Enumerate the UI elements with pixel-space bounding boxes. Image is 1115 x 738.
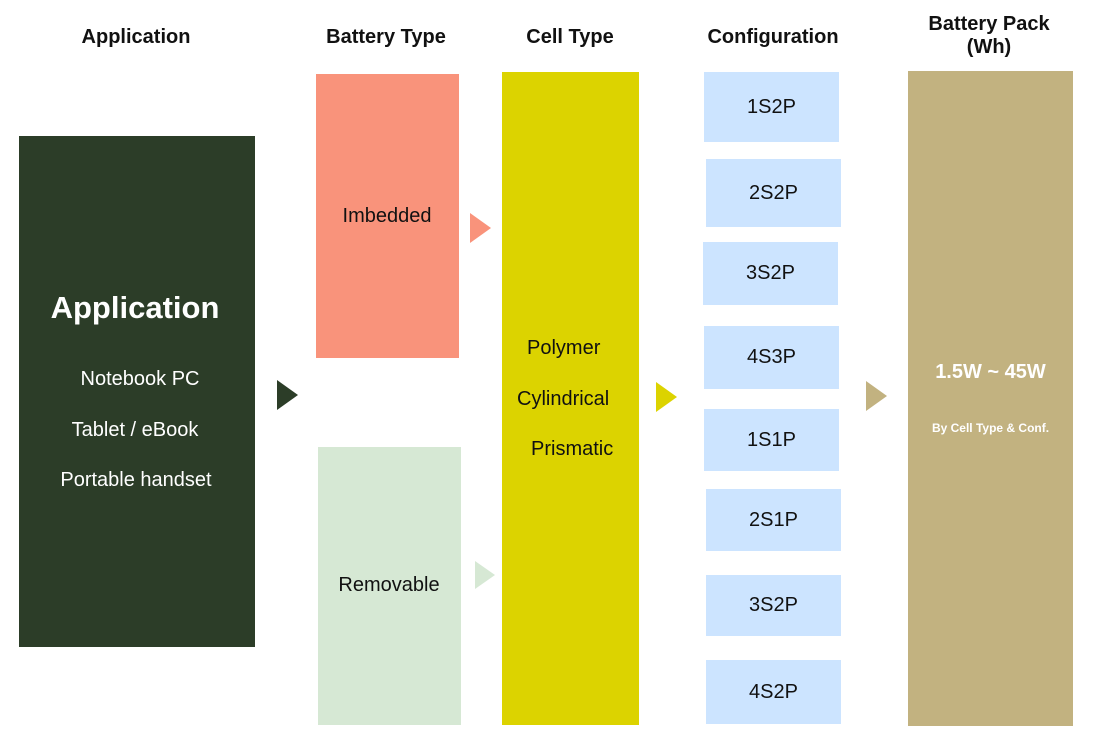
battery-type-imbedded-label: Imbedded (342, 205, 432, 227)
battery-type-imbedded-box (316, 74, 459, 358)
arrow-right-icon (277, 380, 298, 410)
configuration-label: 3S2P (749, 594, 798, 616)
header-cell-type: Cell Type (526, 26, 614, 48)
configuration-box: 3S2P (706, 575, 841, 636)
battery-pack-note: By Cell Type & Conf. (931, 421, 1050, 435)
arrow-right-icon (656, 382, 677, 412)
application-box (19, 136, 255, 647)
cell-type-item: Cylindrical (517, 388, 610, 410)
header-battery-type: Battery Type (326, 26, 446, 48)
battery-type-removable-box (318, 447, 461, 725)
configuration-box: 3S2P (703, 242, 838, 305)
application-item: Portable handset (60, 469, 212, 491)
configuration-label: 4S3P (747, 346, 796, 368)
configuration-label: 2S2P (749, 181, 798, 204)
battery-pack-box (908, 71, 1073, 726)
configuration-box: 1S1P (704, 409, 839, 471)
header-battery-pack-line1: Battery Pack (928, 13, 1050, 35)
header-application: Application (81, 26, 191, 48)
configuration-label: 1S1P (747, 428, 796, 451)
configuration-label: 2S1P (749, 508, 798, 531)
configuration-label: 4S2P (749, 680, 798, 703)
configuration-box: 2S1P (706, 489, 841, 551)
configuration-box: 2S2P (706, 159, 841, 227)
arrow-right-icon (470, 213, 491, 243)
application-item: Tablet / eBook (71, 419, 199, 441)
configuration-box: 4S2P (706, 660, 841, 724)
battery-pack-range: 1.5W ~ 45W (935, 361, 1046, 383)
configuration-box: 4S3P (704, 326, 839, 389)
header-battery-pack: Battery Pack (Wh) (899, 13, 1079, 59)
header-configuration: Configuration (707, 26, 839, 48)
configuration-label: 3S2P (746, 262, 795, 284)
arrow-right-icon (866, 381, 887, 411)
configuration-box: 1S2P (704, 72, 839, 142)
cell-type-item: Prismatic (531, 438, 614, 460)
configuration-label: 1S2P (747, 95, 796, 118)
application-title: Application (50, 290, 220, 325)
battery-type-removable-label: Removable (338, 574, 440, 596)
application-item: Notebook PC (80, 368, 200, 390)
header-battery-pack-line2: (Wh) (966, 36, 1012, 58)
cell-type-item: Polymer (527, 337, 601, 359)
arrow-right-icon (475, 561, 495, 589)
cell-type-box (502, 72, 639, 725)
